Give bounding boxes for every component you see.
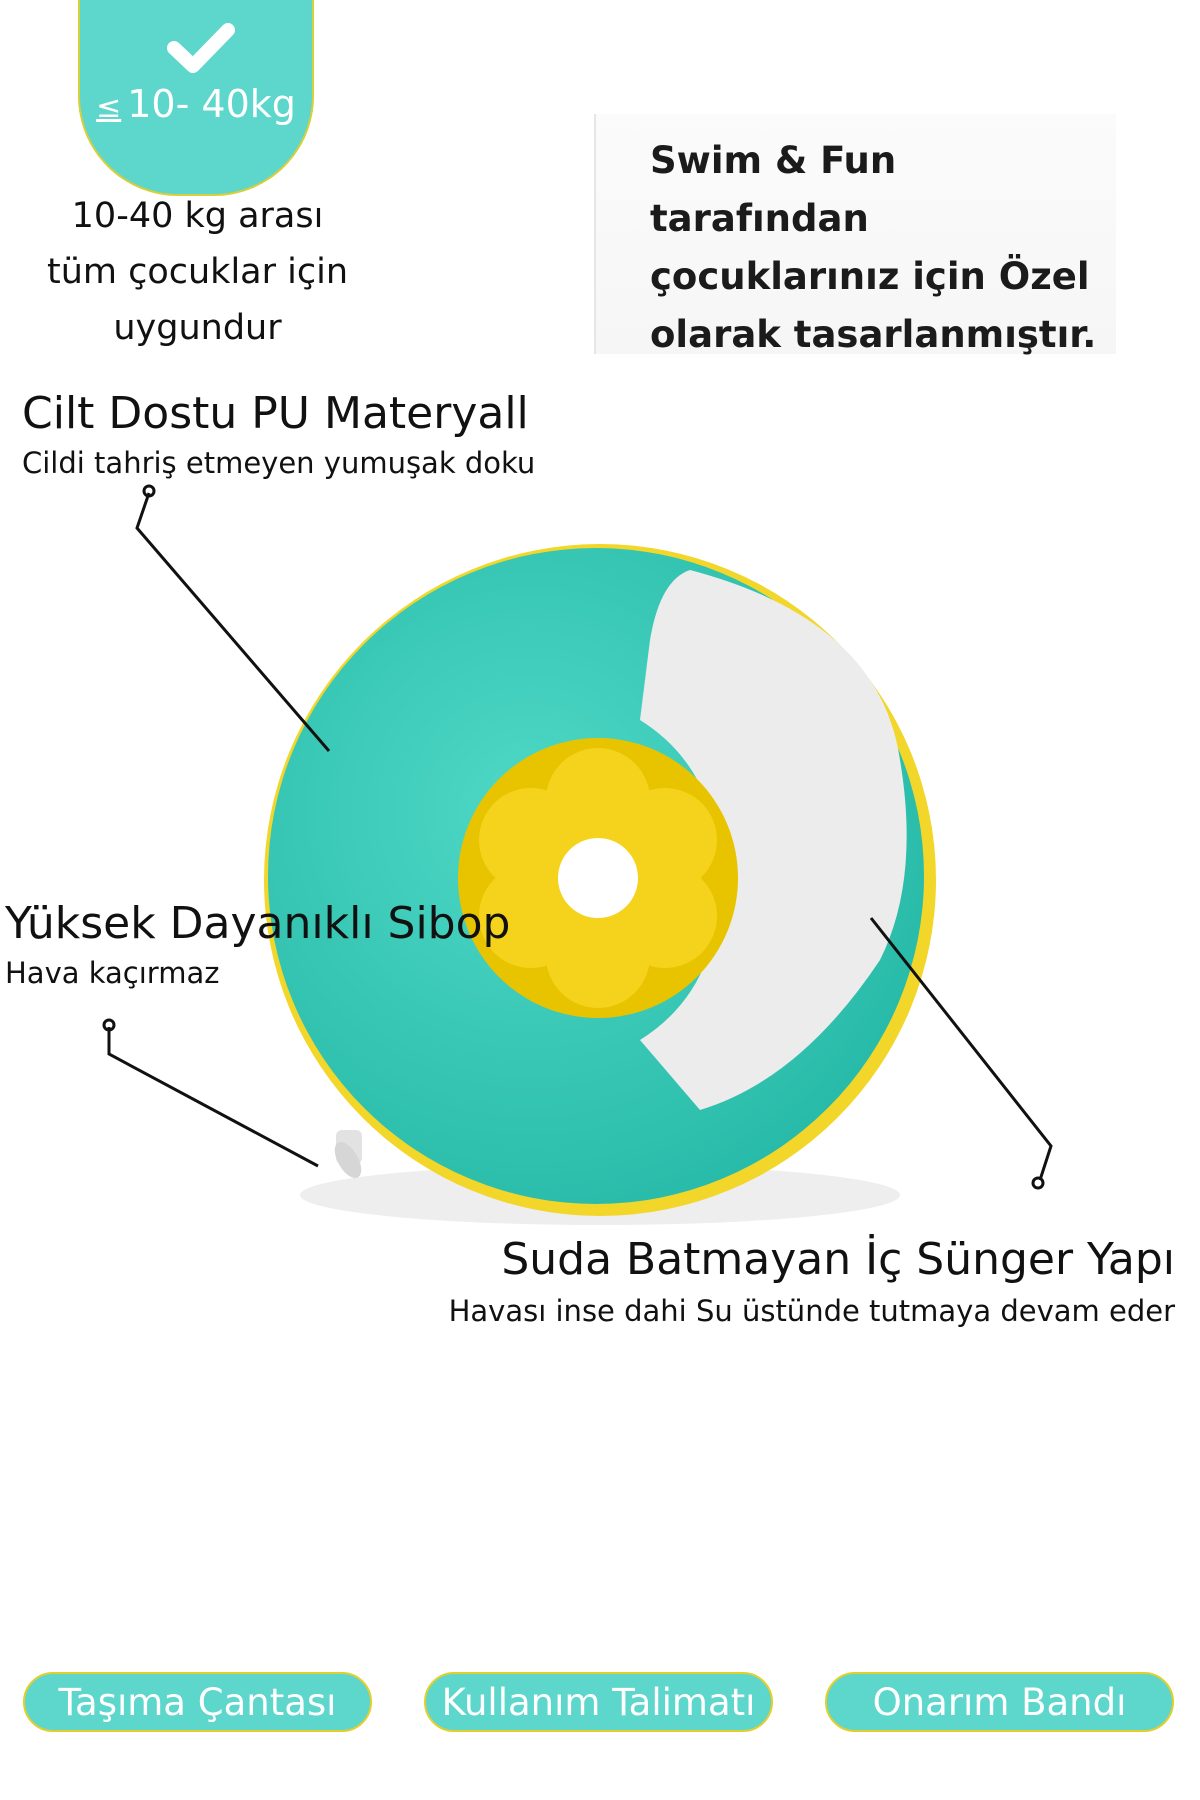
foam-insert bbox=[640, 570, 907, 1110]
promo-line: olarak tasarlanmıştır. bbox=[650, 313, 1097, 356]
promo-line: çocuklarınız için Özel bbox=[650, 255, 1090, 298]
check-icon bbox=[167, 23, 235, 73]
valve-icon bbox=[334, 1130, 362, 1179]
feature-subtitle: Havası inse dahi Su üstünde tutmaya deva… bbox=[448, 1294, 1175, 1328]
feature-title: Yüksek Dayanıklı Sibop bbox=[5, 898, 511, 949]
feature-subtitle: Cildi tahriş etmeyen yumuşak doku bbox=[22, 446, 536, 480]
feature-subtitle: Hava kaçırmaz bbox=[5, 956, 220, 990]
weight-badge: ≤10- 40kg bbox=[78, 0, 314, 196]
center-opening bbox=[558, 838, 638, 918]
weight-description: 10-40 kg arası tüm çocuklar için uygundu… bbox=[20, 188, 375, 356]
carry-bag-button[interactable]: Taşıma Çantası bbox=[23, 1672, 372, 1732]
text-line: uygundur bbox=[113, 308, 282, 348]
weight-range: ≤10- 40kg bbox=[96, 82, 296, 126]
repair-tape-button[interactable]: Onarım Bandı bbox=[825, 1672, 1174, 1732]
callout-lines bbox=[102, 484, 1053, 1190]
instructions-button[interactable]: Kullanım Talimatı bbox=[424, 1672, 773, 1732]
promo-box: Swim & Fun tarafından çocuklarınız için … bbox=[594, 114, 1116, 356]
inner-petals bbox=[479, 748, 717, 1008]
text-line: tüm çocuklar için bbox=[46, 252, 349, 292]
promo-line: Swim & Fun tarafından bbox=[650, 139, 897, 240]
feature-title: Cilt Dostu PU Materyall bbox=[22, 388, 529, 439]
text-line: 10-40 kg arası bbox=[71, 196, 324, 236]
feature-title: Suda Batmayan İç Sünger Yapı bbox=[501, 1234, 1175, 1285]
